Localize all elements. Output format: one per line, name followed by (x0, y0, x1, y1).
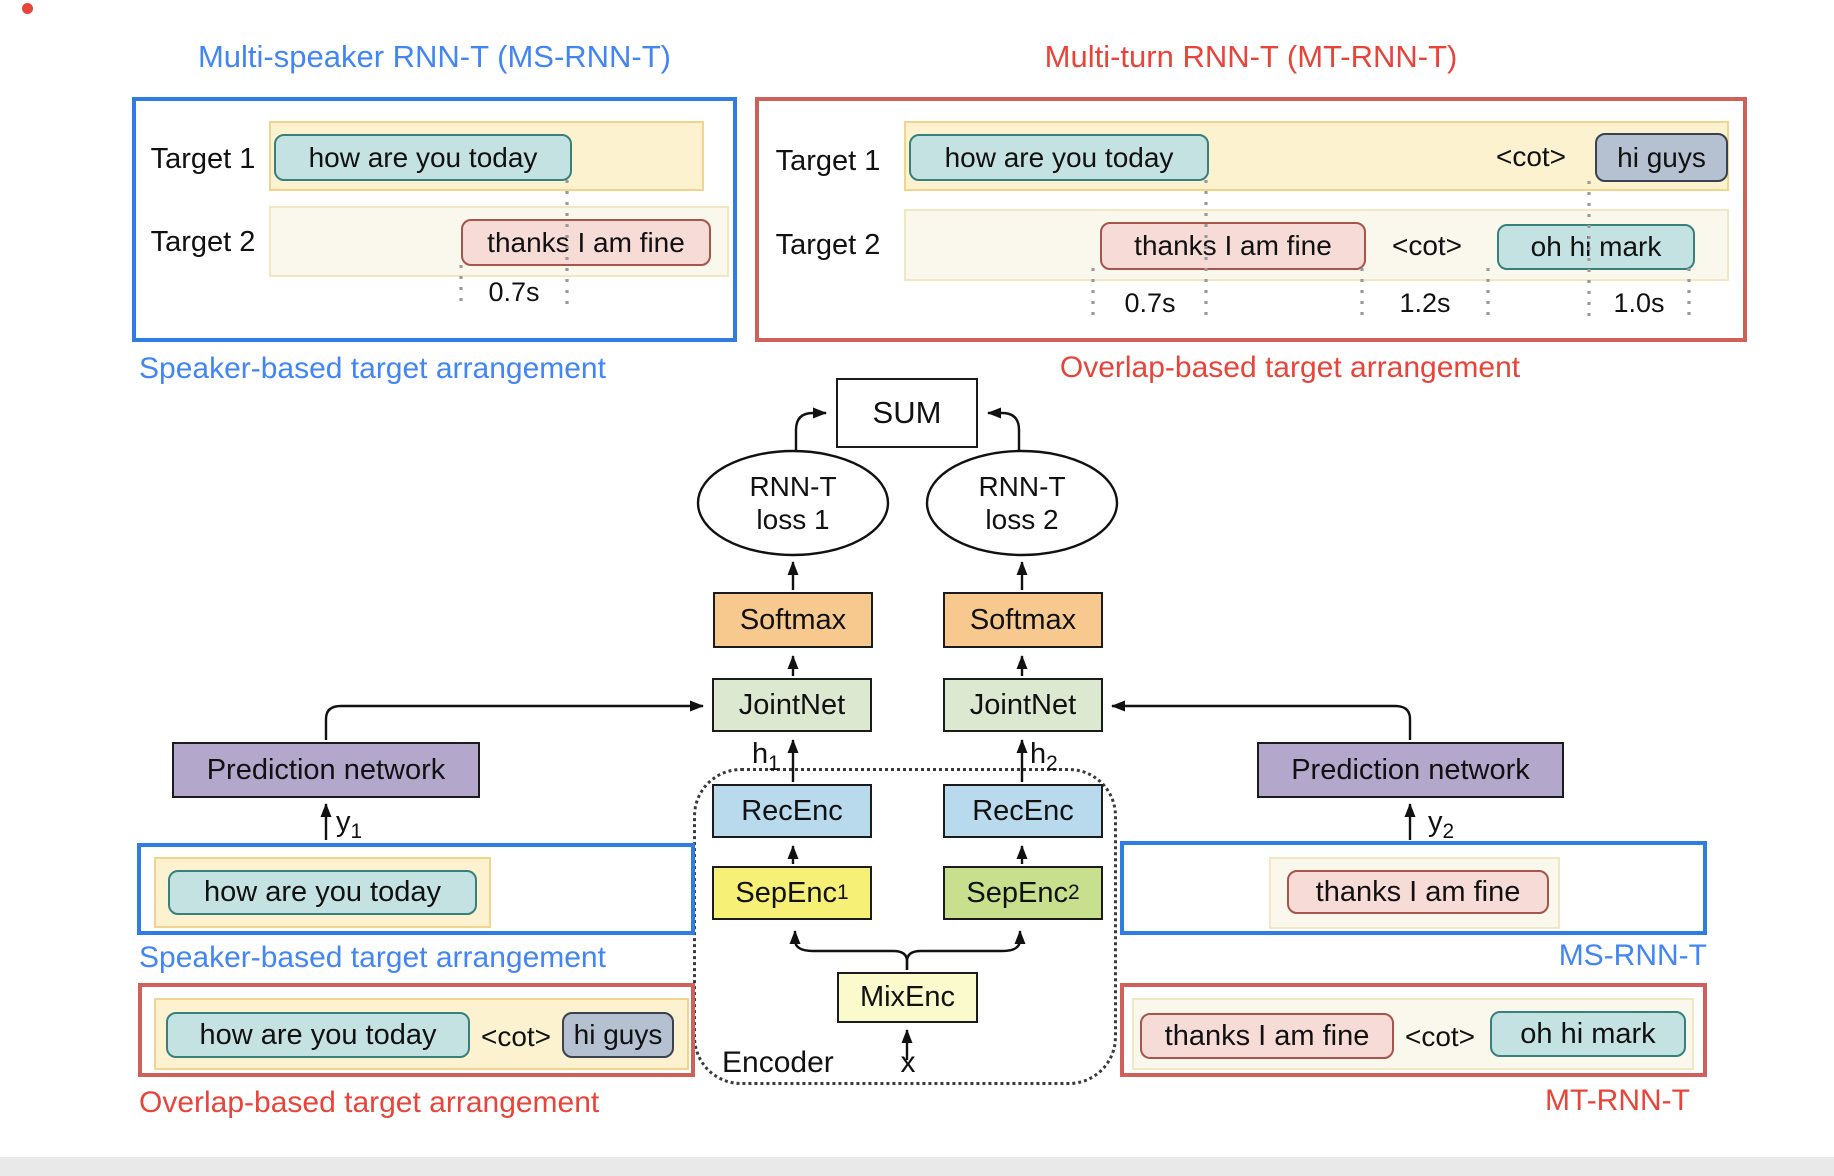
ms-target1-label: Target 1 (150, 142, 256, 175)
y1-label: y1 (336, 806, 363, 843)
arrow-loss1-to-sum (794, 407, 827, 452)
left-red-band: how are you today <cot> hi guys (138, 983, 695, 1077)
mt-target1-label: Target 1 (775, 144, 881, 177)
encoder-label: Encoder (722, 1046, 834, 1079)
left-blue-utterance-chip: how are you today (168, 870, 477, 915)
arrow-prednet1-to-jointnet1 (324, 700, 704, 740)
left-red-caption: Overlap-based target arrangement (139, 1086, 600, 1119)
mt-panel-caption: Overlap-based target arrangement (1059, 351, 1521, 384)
arrow-loss2-to-sum (987, 407, 1021, 452)
mt-utterance2a-chip: thanks I am fine (1100, 222, 1366, 270)
right-blue-band: thanks I am fine (1120, 841, 1707, 935)
ms-utterance1-chip: how are you today (274, 134, 572, 181)
right-blue-utterance-chip: thanks I am fine (1287, 870, 1549, 914)
stray-red-dot (22, 3, 33, 14)
h1-label: h1 (752, 738, 780, 775)
right-red-band: thanks I am fine <cot> oh hi mark (1120, 983, 1707, 1077)
ms-panel-title: Multi-speaker RNN-T (MS-RNN-T) (197, 39, 672, 74)
loss2-text: RNN-T loss 2 (978, 471, 1066, 535)
ms-utterance1-text: how are you today (308, 141, 538, 173)
mt-utterance2b-chip: oh hi mark (1497, 224, 1695, 270)
mt-panel: Target 1 how are you today <cot> hi guys… (755, 97, 1747, 342)
left-blue-utterance-text: how are you today (204, 876, 441, 908)
jointnet1-box: JointNet (712, 678, 872, 732)
right-red-utterance-a-chip: thanks I am fine (1140, 1013, 1394, 1059)
right-red-utterance-b-text: oh hi mark (1520, 1017, 1656, 1050)
ms-panel-caption: Speaker-based target arrangement (139, 352, 606, 385)
mixenc-box: MixEnc (837, 972, 978, 1023)
arrow-prednet2-to-jointnet2 (1111, 700, 1412, 740)
mt-utterance1b-chip: hi guys (1595, 133, 1728, 182)
ms-utterance2-chip: thanks I am fine (461, 219, 711, 266)
sum-box: SUM (836, 378, 978, 448)
recenc2-box: RecEnc (943, 784, 1103, 838)
ms-offset1-label: 0.7s (488, 276, 540, 307)
left-red-utterance-a-text: how are you today (199, 1018, 437, 1051)
mt-utterance1b-text: hi guys (1617, 141, 1706, 173)
recenc1-box: RecEnc (712, 784, 872, 838)
mt-utterance2b-text: oh hi mark (1530, 231, 1662, 262)
ms-target2-label: Target 2 (150, 225, 256, 258)
y2-label: y2 (1428, 806, 1455, 843)
left-red-utterance-b-text: hi guys (573, 1019, 663, 1050)
softmax2-box: Softmax (943, 592, 1103, 648)
left-blue-band: how are you today (137, 843, 695, 935)
mt-cot2-label: <cot> (1391, 230, 1463, 261)
ms-panel: Target 1 how are you today Target 2 than… (132, 97, 737, 342)
ms-utterance2-text: thanks I am fine (487, 226, 685, 258)
left-red-cot-label: <cot> (480, 1021, 552, 1052)
jointnet2-box: JointNet (943, 678, 1103, 732)
mt-offset1-label: 0.7s (1124, 287, 1176, 318)
mt-offset2-label: 1.2s (1399, 287, 1451, 318)
h2-label: h2 (1030, 738, 1058, 775)
mt-target2-label: Target 2 (775, 228, 881, 261)
mt-offset3-label: 1.0s (1613, 287, 1665, 318)
right-red-cot-label: <cot> (1404, 1021, 1476, 1052)
mt-utterance2a-text: thanks I am fine (1134, 230, 1332, 261)
prediction-network2-box: Prediction network (1257, 742, 1564, 798)
softmax1-box: Softmax (713, 592, 873, 648)
prediction-network1-box: Prediction network (172, 742, 480, 798)
sum-text: SUM (872, 395, 942, 430)
mt-cot1-label: <cot> (1495, 141, 1567, 172)
right-red-caption: MT-RNN-T (1545, 1084, 1690, 1117)
mt-utterance1a-text: how are you today (944, 141, 1174, 173)
mt-utterance1a-chip: how are you today (909, 134, 1209, 181)
right-red-utterance-a-text: thanks I am fine (1164, 1019, 1370, 1052)
loss1-text: RNN-T loss 1 (749, 471, 837, 535)
left-red-utterance-a-chip: how are you today (166, 1012, 470, 1058)
footer-strip (0, 1157, 1834, 1176)
input-x-label: x (900, 1046, 916, 1079)
left-blue-caption: Speaker-based target arrangement (139, 941, 606, 974)
right-blue-caption: MS-RNN-T (1558, 939, 1707, 972)
mt-panel-title: Multi-turn RNN-T (MT-RNN-T) (1044, 39, 1458, 74)
right-blue-utterance-text: thanks I am fine (1315, 875, 1521, 908)
right-red-utterance-b-chip: oh hi mark (1490, 1011, 1686, 1057)
left-red-utterance-b-chip: hi guys (562, 1012, 674, 1058)
